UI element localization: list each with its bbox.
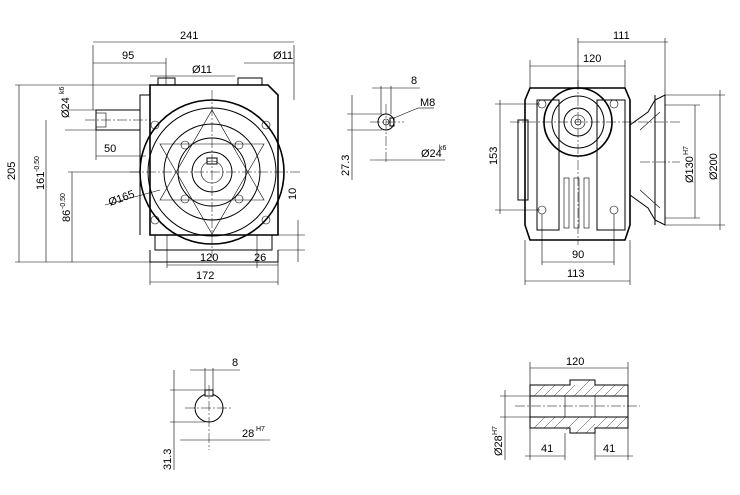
dim-base-thk: 10 <box>287 188 299 200</box>
side-dim-130: Ø130 <box>684 156 696 183</box>
dim-shaft-tol: k6 <box>59 87 66 95</box>
dim-86: 86 <box>61 210 73 222</box>
side-dim-90: 90 <box>572 249 584 261</box>
dim-flange-dia: Ø165 <box>107 188 136 208</box>
bore-dia: 28 <box>242 428 254 440</box>
bore-view: 8 31.3 28 H7 <box>162 357 270 470</box>
side-dim-111: 111 <box>613 30 630 42</box>
side-view: 111 120 153 Ø130 H7 Ø200 90 113 <box>488 30 725 285</box>
dim-bore-2: Ø11 <box>273 50 293 62</box>
dim-161-tol: -0.50 <box>34 156 41 172</box>
dim-205: 205 <box>6 162 18 180</box>
hollow-dia-tol: H7 <box>492 426 499 435</box>
side-dim-153: 153 <box>488 147 500 165</box>
dim-bore-1: Ø11 <box>192 64 212 76</box>
hollow-shaft-view: 120 Ø28 H7 41 41 <box>492 356 640 460</box>
hollow-left: 41 <box>541 443 553 455</box>
shaft-thread: M8 <box>420 97 435 109</box>
front-view: 241 95 Ø11 Ø11 Ø24 k6 205 161 -0.50 86 <box>6 30 305 285</box>
dim-86-tol: -0.50 <box>60 193 67 209</box>
dim-base-edge: 26 <box>254 252 266 264</box>
dim-241: 241 <box>180 30 198 42</box>
dim-base-width: 172 <box>196 270 214 282</box>
dim-161: 161 <box>35 172 47 190</box>
dim-shaft-dia: Ø24 <box>60 97 72 118</box>
bore-dia-tol: H7 <box>256 426 265 433</box>
side-dim-113: 113 <box>567 268 585 280</box>
side-dim-200: Ø200 <box>708 153 720 180</box>
shaft-dia: Ø24 <box>421 148 442 160</box>
bore-height: 31.3 <box>162 449 174 470</box>
dim-shaft-len: 50 <box>104 143 116 155</box>
side-dim-120: 120 <box>583 53 601 65</box>
hollow-length: 120 <box>566 356 584 368</box>
shaft-end-view: 8 M8 27.3 Ø24 k6 <box>340 75 447 180</box>
shaft-dia-tol: k6 <box>439 145 447 152</box>
dim-hole-span: 120 <box>200 252 218 264</box>
hollow-dia: Ø28 <box>493 435 505 456</box>
hollow-right: 41 <box>603 443 615 455</box>
bore-key-width: 8 <box>232 357 238 369</box>
dim-95: 95 <box>122 50 134 62</box>
shaft-height: 27.3 <box>340 155 352 176</box>
side-dim-130-tol: H7 <box>683 146 690 155</box>
shaft-key-width: 8 <box>411 75 417 87</box>
